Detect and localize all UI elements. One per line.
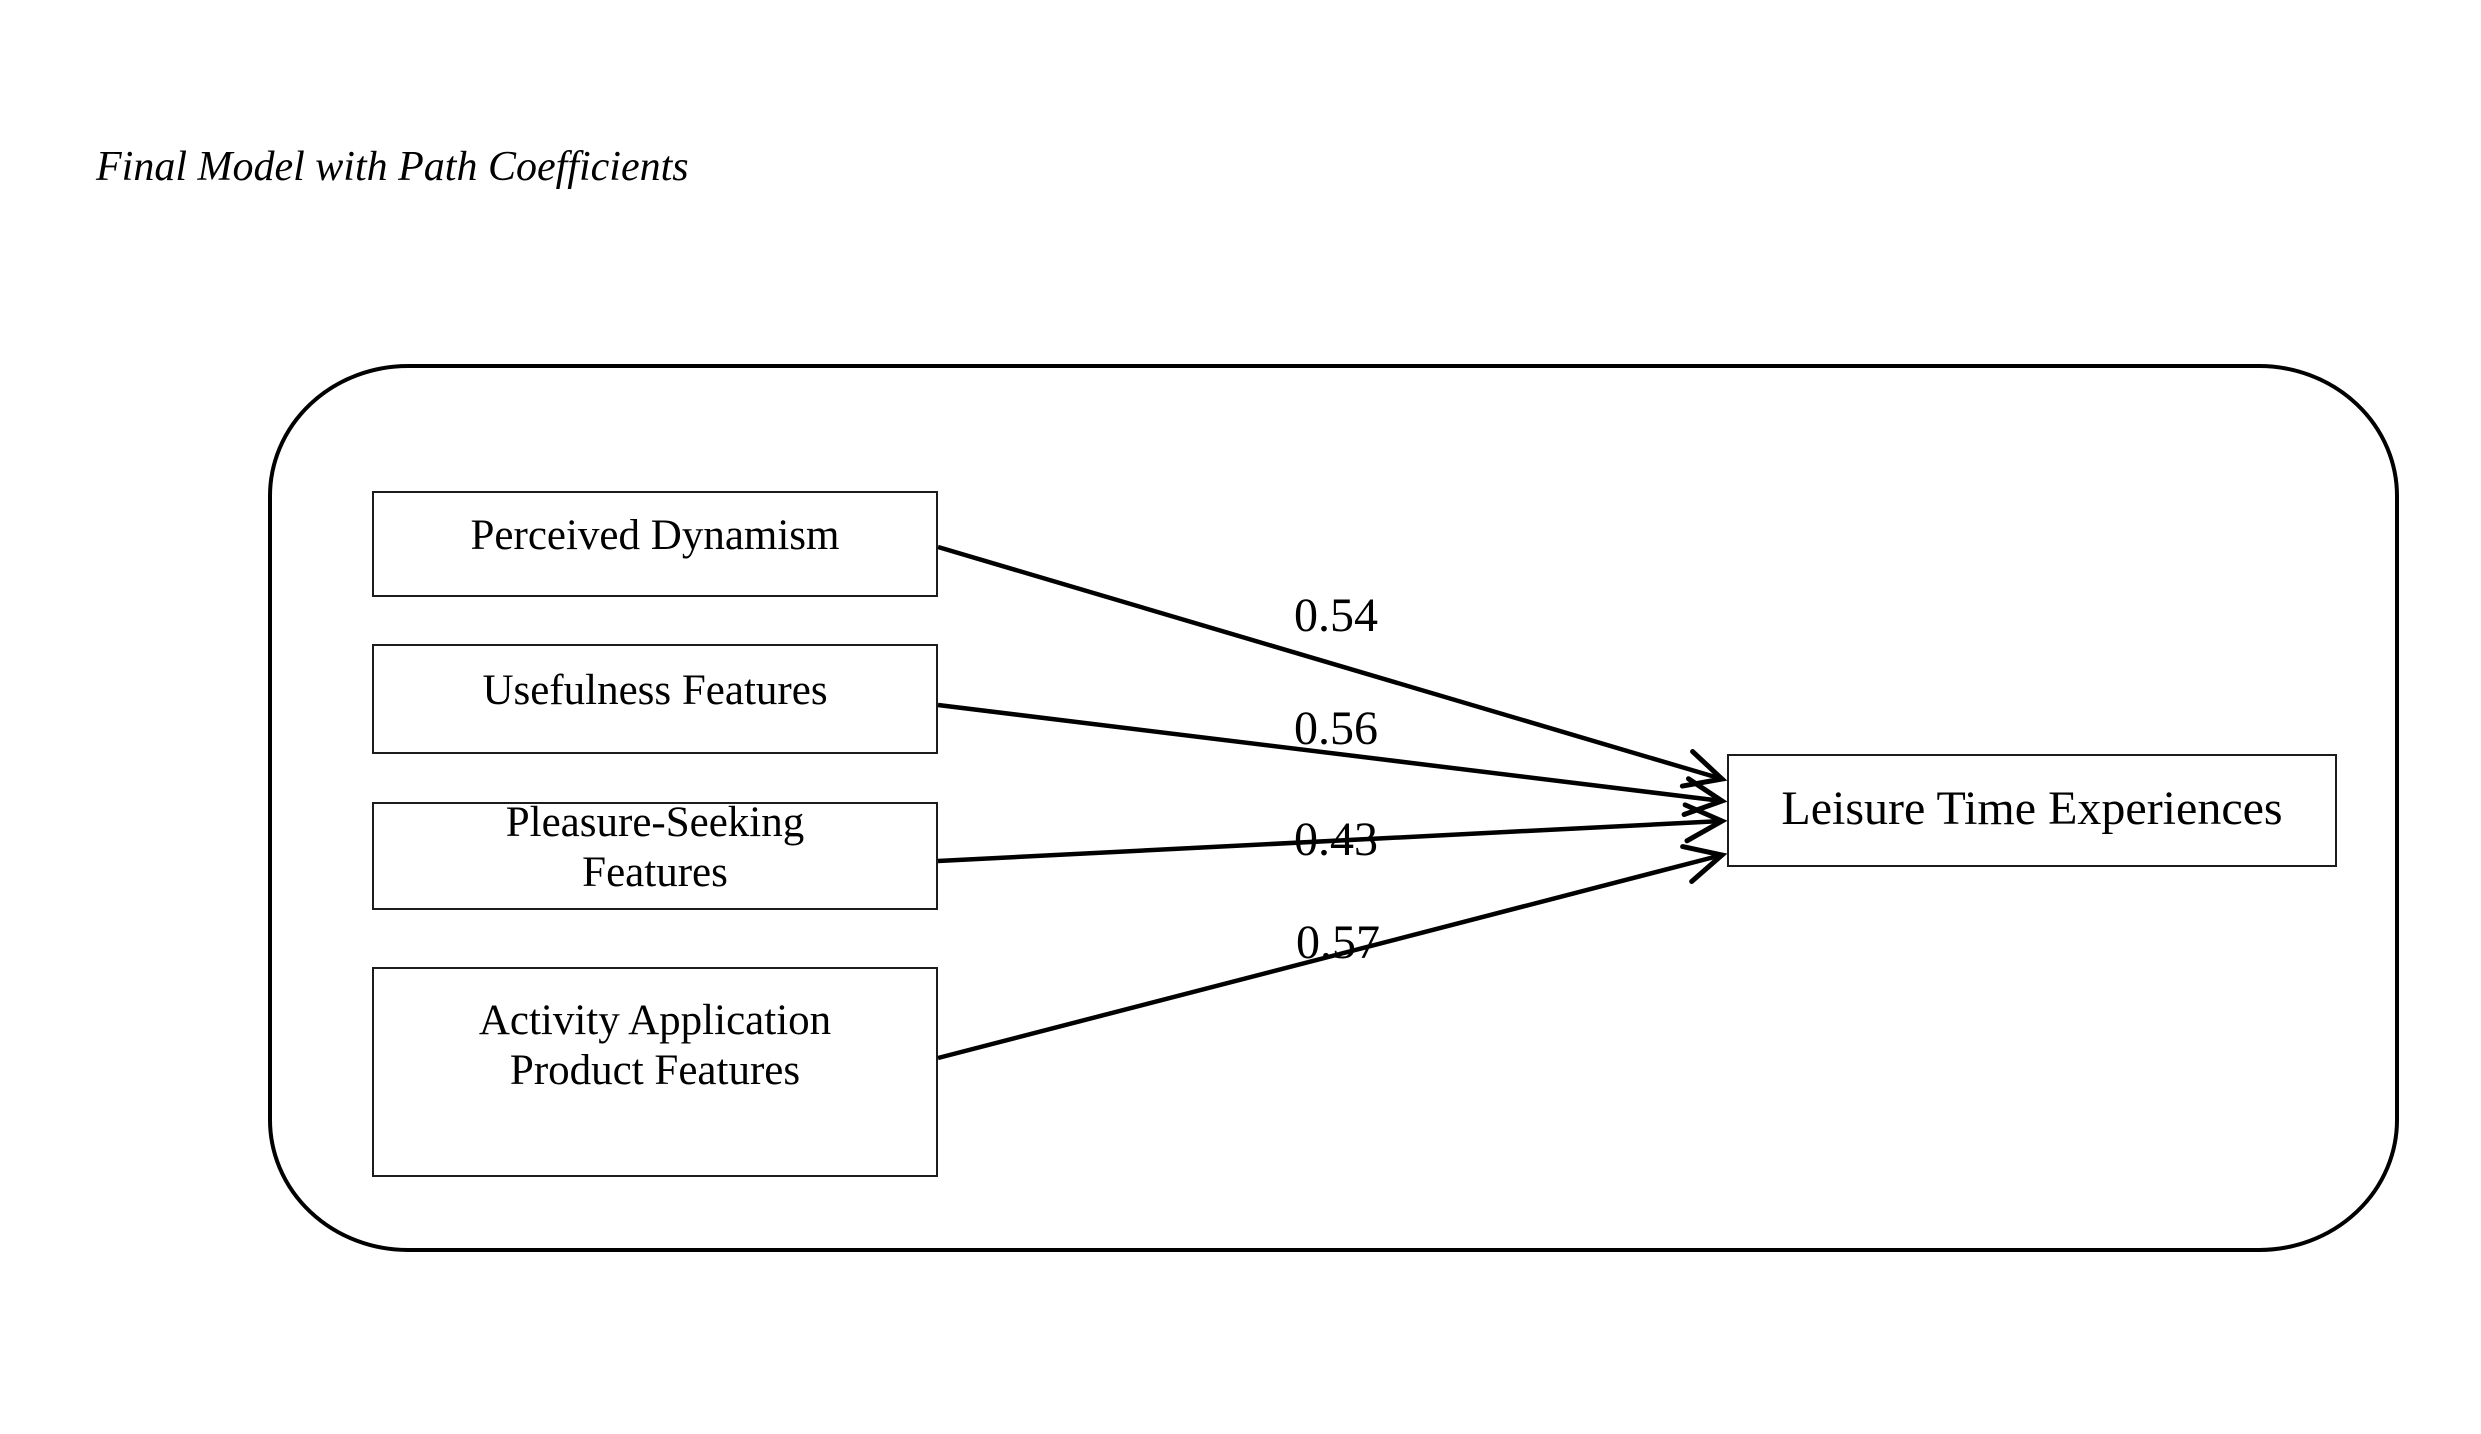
predictor-box-activity-application-product-features: Activity Application Product Features	[372, 967, 938, 1177]
predictor-label: Activity Application Product Features	[478, 997, 832, 1094]
outcome-label: Leisure Time Experiences	[1781, 782, 2283, 835]
path-coefficient-pleasure-seeking-features: 0.43	[1294, 813, 1378, 866]
predictor-box-usefulness-features: Usefulness Features	[372, 644, 938, 754]
path-coefficient-perceived-dynamism: 0.54	[1294, 589, 1378, 642]
predictor-label: Pleasure-Seeking Features	[505, 799, 805, 896]
predictor-label: Usefulness Features	[482, 667, 828, 715]
path-coefficient-usefulness-features: 0.56	[1294, 702, 1378, 755]
outcome-box-leisure-time-experiences: Leisure Time Experiences	[1727, 754, 2337, 867]
predictor-box-perceived-dynamism: Perceived Dynamism	[372, 491, 938, 597]
figure-title: Final Model with Path Coefficients	[96, 144, 689, 190]
predictor-label: Perceived Dynamism	[470, 512, 840, 560]
predictor-box-pleasure-seeking-features: Pleasure-Seeking Features	[372, 799, 938, 910]
path-coefficient-activity-application-product-features: 0.57	[1296, 916, 1380, 969]
